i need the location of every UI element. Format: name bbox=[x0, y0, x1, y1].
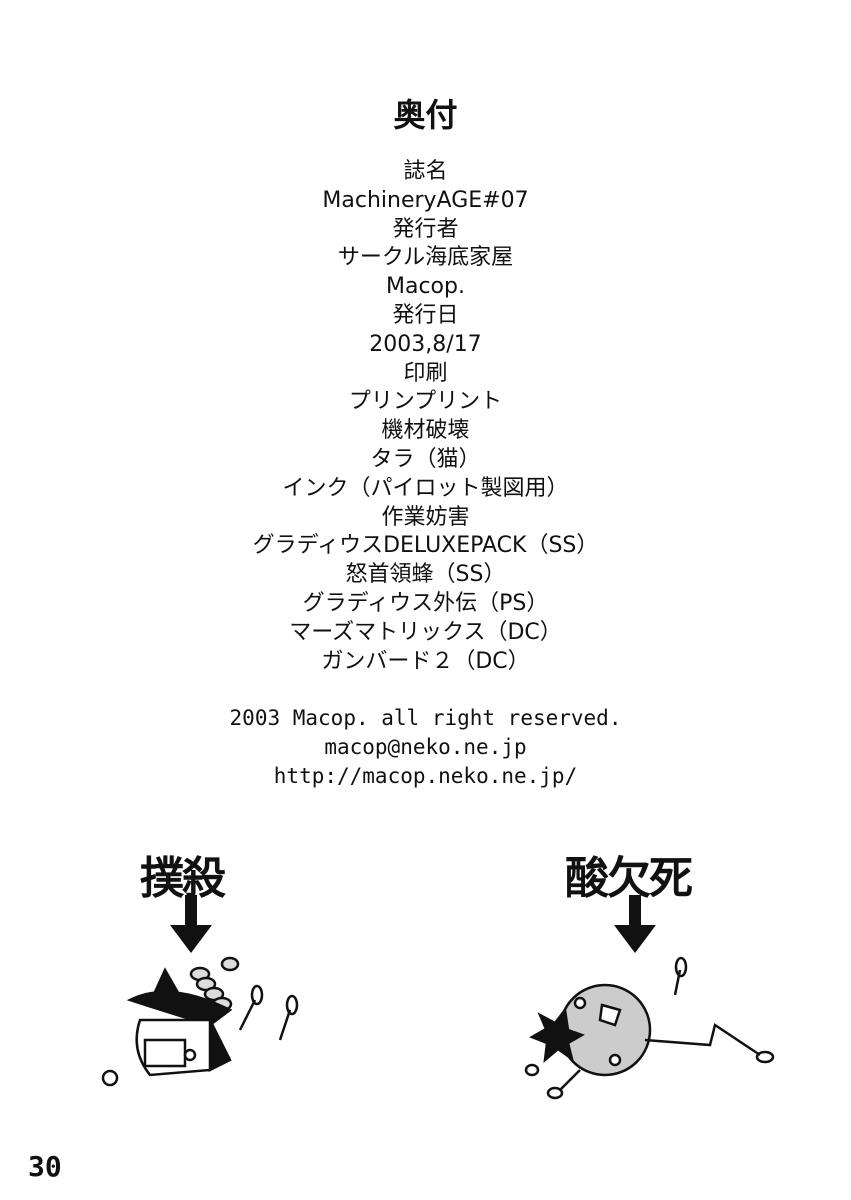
publisher-author: Macop. bbox=[386, 274, 465, 300]
label-magazine-name: 誌名 bbox=[403, 159, 448, 184]
obstruction-1: グラディウスDELUXEPACK（SS） bbox=[252, 533, 599, 559]
label-work-obstruction: 作業妨害 bbox=[381, 504, 470, 530]
colophon-lines: 誌名 MachineryAGE#07 発行者 サークル海底家屋 Macop. 発… bbox=[0, 158, 851, 676]
copyright: 2003 Macop. all right reserved. bbox=[229, 706, 622, 730]
publish-date: 2003,8/17 bbox=[369, 331, 482, 357]
right-arrow-icon bbox=[614, 895, 656, 953]
colophon-title: 奥付 bbox=[393, 96, 458, 134]
label-publisher: 発行者 bbox=[392, 216, 459, 242]
email: macop@neko.ne.jp bbox=[324, 735, 527, 759]
magazine-name: MachineryAGE#07 bbox=[322, 187, 529, 213]
obstruction-3: グラディウス外伝（PS） bbox=[302, 590, 549, 616]
label-publish-date: 発行日 bbox=[392, 302, 459, 328]
label-printer: 印刷 bbox=[403, 360, 448, 386]
obstruction-5: ガンバード２（DC） bbox=[321, 648, 530, 674]
obstruction-4: マーズマトリックス（DC） bbox=[289, 619, 562, 645]
equipment-destruction-1: タラ（猫） bbox=[370, 446, 481, 472]
left-arrow-icon bbox=[170, 895, 212, 953]
right-illustration-fallen-character bbox=[524, 956, 775, 1100]
contact-block: 2003 Macop. all right reserved. macop@ne… bbox=[0, 704, 851, 791]
obstruction-2: 怒首領蜂（SS） bbox=[345, 562, 506, 588]
url: http://macop.neko.ne.jp/ bbox=[273, 764, 578, 788]
equipment-destruction-2: インク（パイロット製図用） bbox=[282, 475, 569, 501]
left-caption: 撲殺 bbox=[140, 853, 226, 904]
printer: プリンプリント bbox=[348, 389, 503, 415]
label-equipment-destruction: 機材破壊 bbox=[381, 418, 470, 444]
page-number: 30 bbox=[28, 1150, 62, 1183]
publisher-circle: サークル海底家屋 bbox=[337, 245, 514, 271]
left-illustration-knocked-out-character bbox=[101, 956, 299, 1087]
